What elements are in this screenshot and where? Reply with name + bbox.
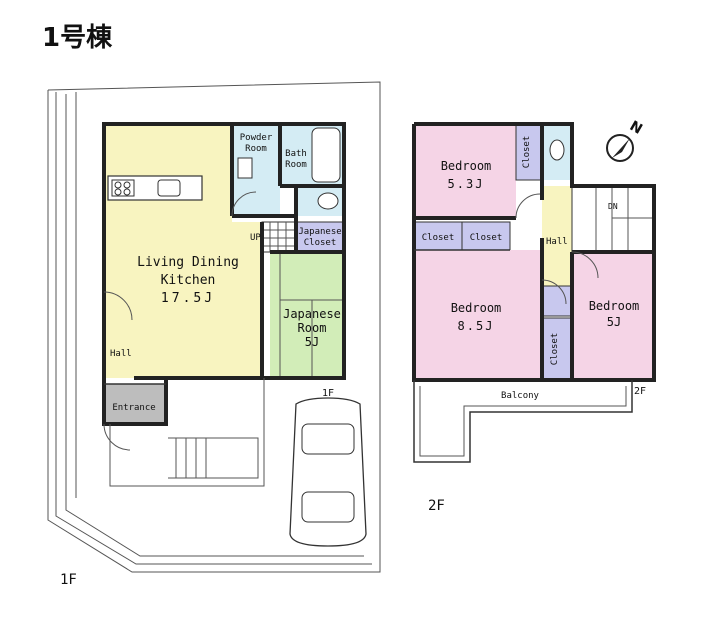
closet-top-label: Closet	[522, 136, 532, 169]
bathtub-icon	[311, 127, 341, 183]
washbasin-icon	[317, 192, 339, 210]
bath-label-line1: Bath	[285, 149, 307, 159]
compass-icon: N	[606, 118, 645, 162]
bedroom-5j-size: 5J	[607, 315, 621, 329]
japanese-room-label-line1: Japanese	[283, 307, 341, 321]
japanese-room-size: 5J	[305, 335, 319, 349]
toilet-icon	[237, 157, 253, 179]
bedroom-8-5j	[414, 250, 542, 380]
closet-a-label: Closet	[422, 233, 455, 243]
bedroom-5-3j-size: 5.3J	[448, 177, 485, 191]
bath-label-line2: Room	[285, 160, 307, 170]
floor1-mark: 1F	[322, 388, 334, 399]
closet-b	[461, 221, 511, 251]
closet-side-label: Closet	[550, 333, 560, 366]
closet-top	[515, 123, 543, 181]
entrance-area	[104, 384, 166, 424]
closet-b-label: Closet	[470, 233, 503, 243]
bedroom-5-3j	[414, 124, 516, 218]
japanese-room-label-line2: Room	[298, 321, 327, 335]
floor2-plan	[412, 122, 656, 463]
powder-label-line1: Powder	[240, 133, 273, 143]
hall-2f-label: Hall	[546, 237, 568, 247]
car-icon	[289, 397, 367, 547]
ldk-size: 17.5J	[161, 291, 215, 306]
floor1-caption: 1F	[60, 572, 77, 588]
hall-2f	[542, 186, 572, 286]
powder-label-line2: Room	[245, 144, 267, 154]
bedroom-5j	[572, 252, 654, 380]
floor2-caption: 2F	[428, 498, 445, 514]
bedroom-5j-label: Bedroom	[589, 299, 640, 313]
entrance-label: Entrance	[112, 403, 155, 413]
hall-1f-label: Hall	[110, 349, 132, 359]
site-boundary	[47, 81, 381, 573]
japanese-closet-label-line1: Japanese	[298, 227, 341, 237]
hall-1f	[104, 298, 134, 378]
compass-label: N	[627, 118, 645, 138]
floor2-mark: 2F	[634, 386, 646, 397]
ldk-label-line1: Living Dining	[137, 255, 239, 270]
closet-side	[541, 317, 573, 381]
japanese-closet-label-line2: Closet	[304, 238, 337, 248]
balcony-outline	[413, 380, 633, 463]
stairs-2f	[571, 185, 655, 253]
sink-icon	[157, 179, 181, 197]
bedroom-8-5j-label: Bedroom	[451, 301, 502, 315]
closet-side-upper	[541, 285, 573, 317]
bedroom-8-5j-size: 8.5J	[458, 319, 495, 333]
bedroom-5-3j-label: Bedroom	[441, 159, 492, 173]
up-label: UP	[250, 233, 261, 243]
dn-label: DN	[608, 202, 618, 211]
ldk-label-line2: Kitchen	[161, 273, 216, 288]
stove-icon	[111, 179, 135, 197]
toilet-2f-icon	[549, 139, 565, 161]
parking-area	[109, 378, 367, 547]
stairs-1f	[261, 221, 297, 253]
japanese-room	[270, 252, 344, 378]
japanese-closet	[295, 221, 345, 253]
page-title: 1号棟	[42, 23, 113, 53]
floor1-plan	[102, 122, 346, 451]
balcony-label: Balcony	[501, 391, 540, 401]
